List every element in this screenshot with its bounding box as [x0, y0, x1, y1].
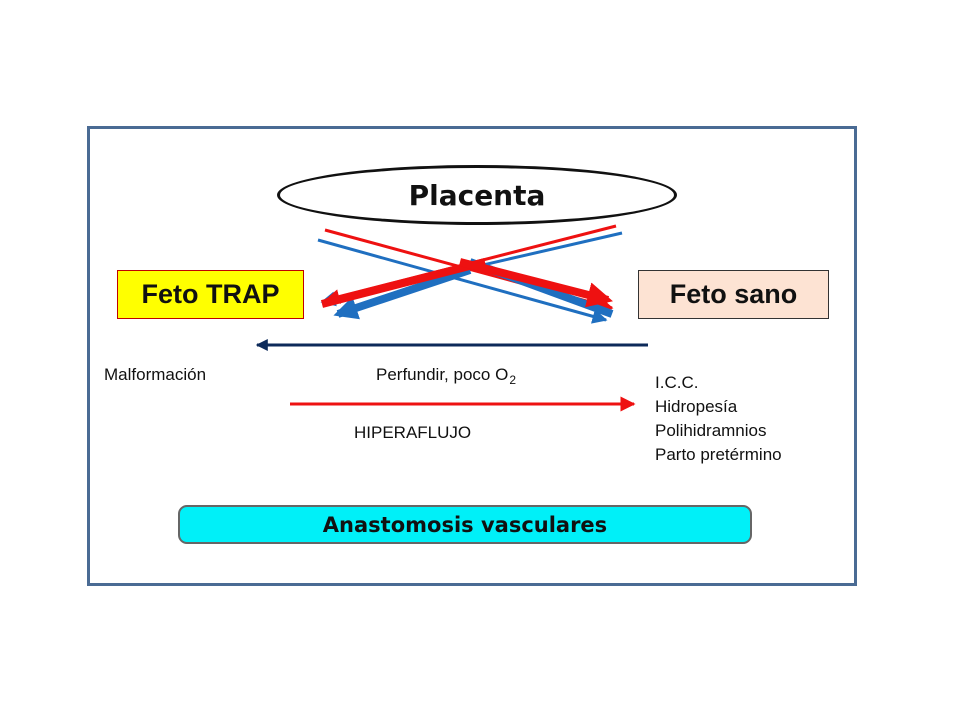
- feto-sano-label: Feto sano: [669, 279, 798, 309]
- feto-sano-box: Feto sano: [638, 270, 829, 319]
- consequence-item: Parto pretérmino: [655, 445, 782, 464]
- anastomosis-banner: Anastomosis vasculares: [178, 505, 752, 544]
- feto-trap-box: Feto TRAP: [117, 270, 304, 319]
- hiperaflujo-label: HIPERAFLUJO: [354, 423, 472, 442]
- anastomosis-label: Anastomosis vasculares: [322, 512, 608, 537]
- thick-blue-arrow-to-trap: [333, 266, 472, 320]
- perfundir-subscript: 2: [509, 373, 516, 387]
- perfundir-label: Perfundir, poco O2: [376, 365, 516, 387]
- consequence-item: Hidropesía: [655, 397, 738, 416]
- thick-red-arrow-to-sano: [459, 258, 613, 308]
- placenta-node: Placenta: [277, 165, 677, 225]
- placenta-label: Placenta: [408, 178, 546, 212]
- consequences-list: I.C.C. Hidropesía Polihidramnios Parto p…: [655, 371, 782, 467]
- consequence-item: I.C.C.: [655, 373, 699, 392]
- feto-trap-label: Feto TRAP: [141, 279, 280, 309]
- perfundir-text: Perfundir, poco O: [376, 365, 509, 384]
- thick-red-arrow-to-trap: [321, 258, 486, 308]
- thin-blue-arrow-to-sano: [317, 238, 608, 324]
- consequence-item: Polihidramnios: [655, 421, 767, 440]
- malformacion-label: Malformación: [104, 365, 207, 384]
